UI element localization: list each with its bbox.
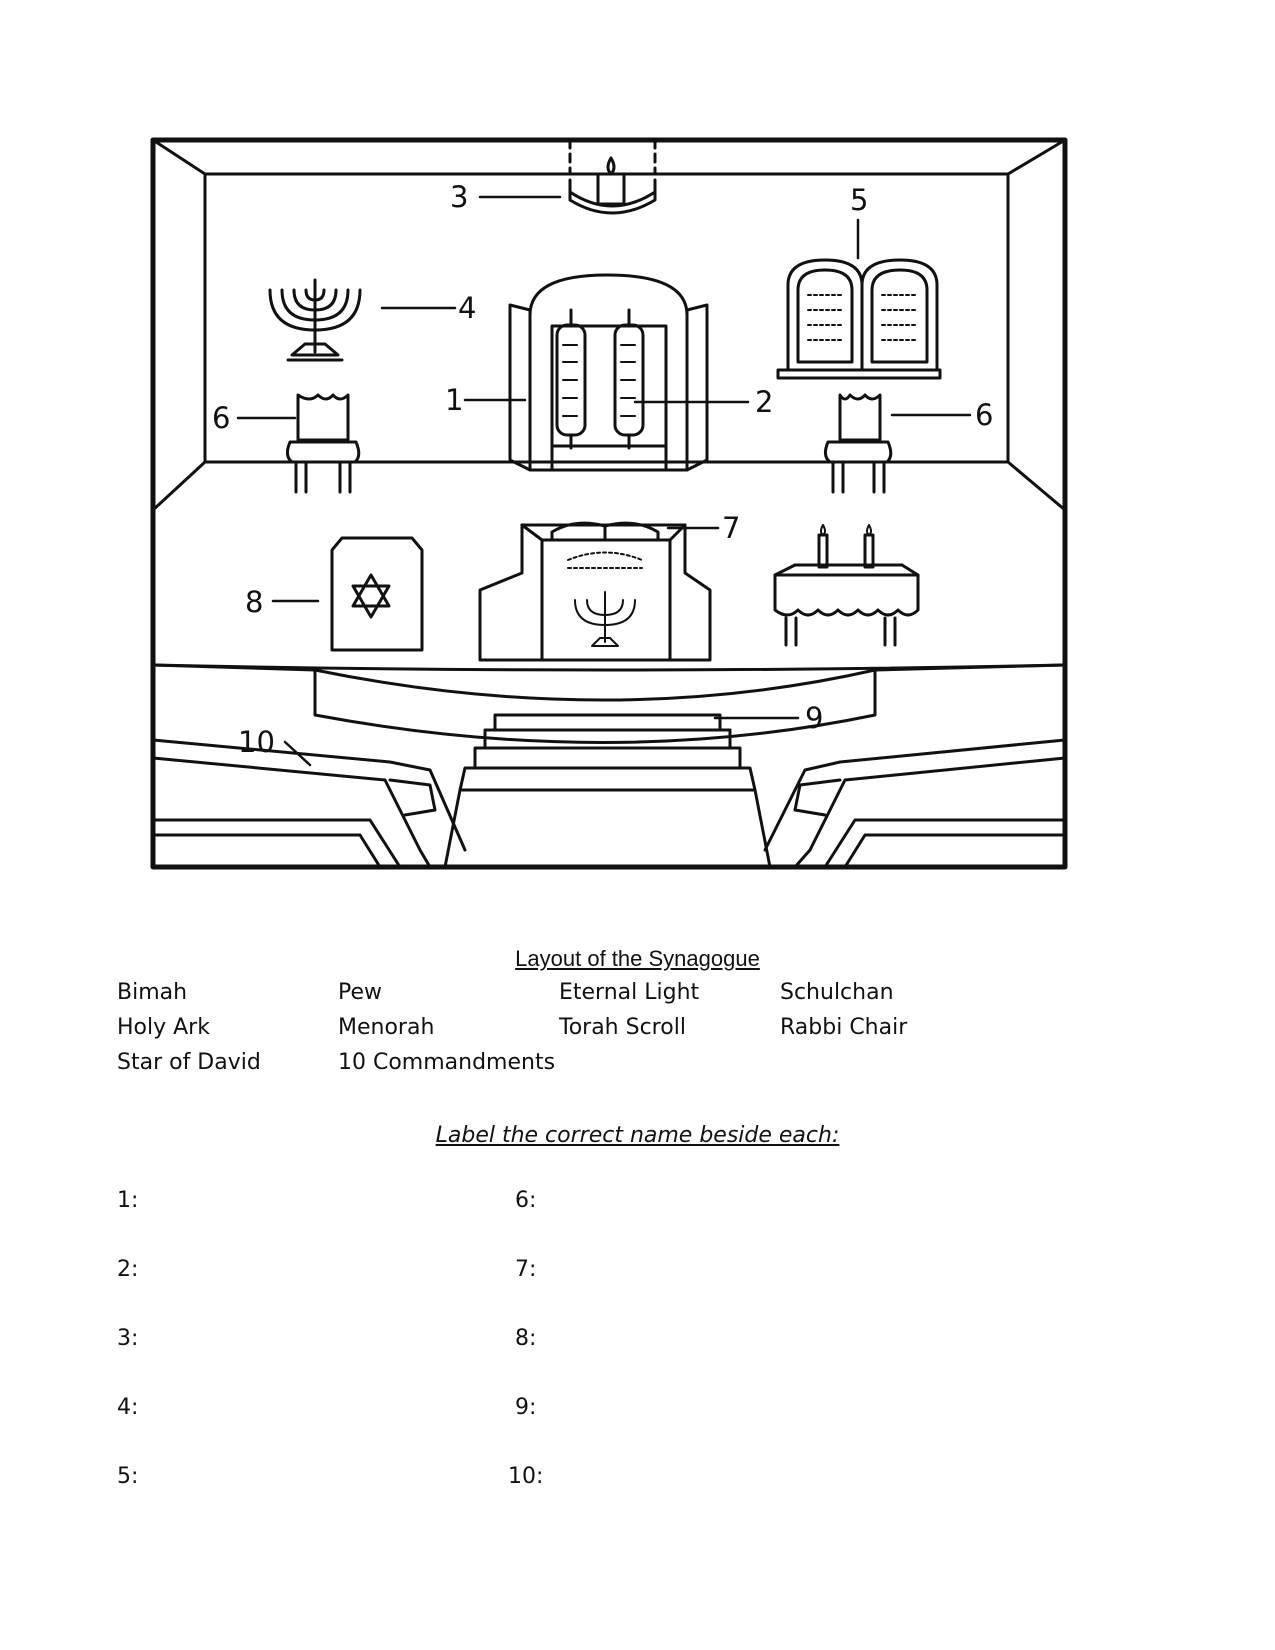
holy-ark-drawing bbox=[508, 273, 709, 472]
ten-commandments-drawing bbox=[776, 258, 942, 380]
diagram-label-4: 4 bbox=[458, 291, 476, 325]
answer-label-4: 4: bbox=[117, 1395, 139, 1420]
word-bank-row: Bimah Pew Eternal Light Schulchan bbox=[117, 980, 1017, 1015]
diagram-label-6-right: 6 bbox=[975, 398, 993, 432]
diagram-label-8: 8 bbox=[245, 585, 263, 619]
answer-label-8: 8: bbox=[515, 1326, 537, 1351]
diagram-label-1: 1 bbox=[445, 383, 463, 417]
answer-label-3: 3: bbox=[117, 1326, 139, 1351]
room-outline bbox=[150, 137, 1068, 870]
diagram-label-3: 3 bbox=[450, 180, 468, 214]
diagram-label-10: 10 bbox=[238, 725, 275, 759]
word-rabbi-chair: Rabbi Chair bbox=[780, 1015, 908, 1040]
eternal-light-drawing bbox=[568, 156, 657, 215]
answer-label-5: 5: bbox=[117, 1464, 139, 1489]
diagram-label-7: 7 bbox=[722, 511, 740, 545]
diagram-label-9: 9 bbox=[805, 701, 823, 735]
menorah-drawing bbox=[268, 278, 362, 362]
diagram-label-2: 2 bbox=[755, 385, 773, 419]
synagogue-illustration: 3 5 4 1 2 6 6 7 8 9 10 bbox=[150, 130, 1075, 880]
word-holy-ark: Holy Ark bbox=[117, 1015, 210, 1040]
word-star-of-david: Star of David bbox=[117, 1050, 261, 1075]
answer-label-1: 1: bbox=[117, 1188, 139, 1213]
rabbi-chair-left-drawing bbox=[285, 393, 361, 494]
candle-table-drawing bbox=[773, 524, 920, 647]
answer-label-9: 9: bbox=[515, 1395, 537, 1420]
instruction-text: Label the correct name beside each: bbox=[435, 1123, 840, 1148]
word-eternal-light: Eternal Light bbox=[559, 980, 700, 1005]
answer-label-7: 7: bbox=[515, 1257, 537, 1282]
bimah-platform-drawing bbox=[151, 663, 1067, 869]
answer-label-2: 2: bbox=[117, 1257, 139, 1282]
word-torah-scroll: Torah Scroll bbox=[559, 1015, 686, 1040]
star-of-david-drawing bbox=[330, 536, 424, 652]
answer-label-10: 10: bbox=[508, 1464, 544, 1489]
word-menorah: Menorah bbox=[338, 1015, 435, 1040]
worksheet-title: Layout of the Synagogue bbox=[515, 946, 760, 971]
diagram-label-5: 5 bbox=[850, 183, 868, 217]
diagram-label-6-left: 6 bbox=[212, 401, 230, 435]
word-schulchan: Schulchan bbox=[780, 980, 894, 1005]
word-bank: Bimah Pew Eternal Light Schulchan Holy A… bbox=[117, 980, 1017, 1085]
pews-drawing bbox=[151, 738, 1067, 869]
answer-label-6: 6: bbox=[515, 1188, 537, 1213]
schulchan-drawing bbox=[478, 521, 712, 662]
word-10-commandments: 10 Commandments bbox=[338, 1050, 556, 1075]
word-pew: Pew bbox=[338, 980, 383, 1005]
rabbi-chair-right-drawing bbox=[823, 393, 893, 494]
leader-lines bbox=[236, 195, 972, 767]
word-bank-row: Star of David 10 Commandments bbox=[117, 1050, 1017, 1085]
word-bimah: Bimah bbox=[117, 980, 188, 1005]
word-bank-row: Holy Ark Menorah Torah Scroll Rabbi Chai… bbox=[117, 1015, 1017, 1050]
